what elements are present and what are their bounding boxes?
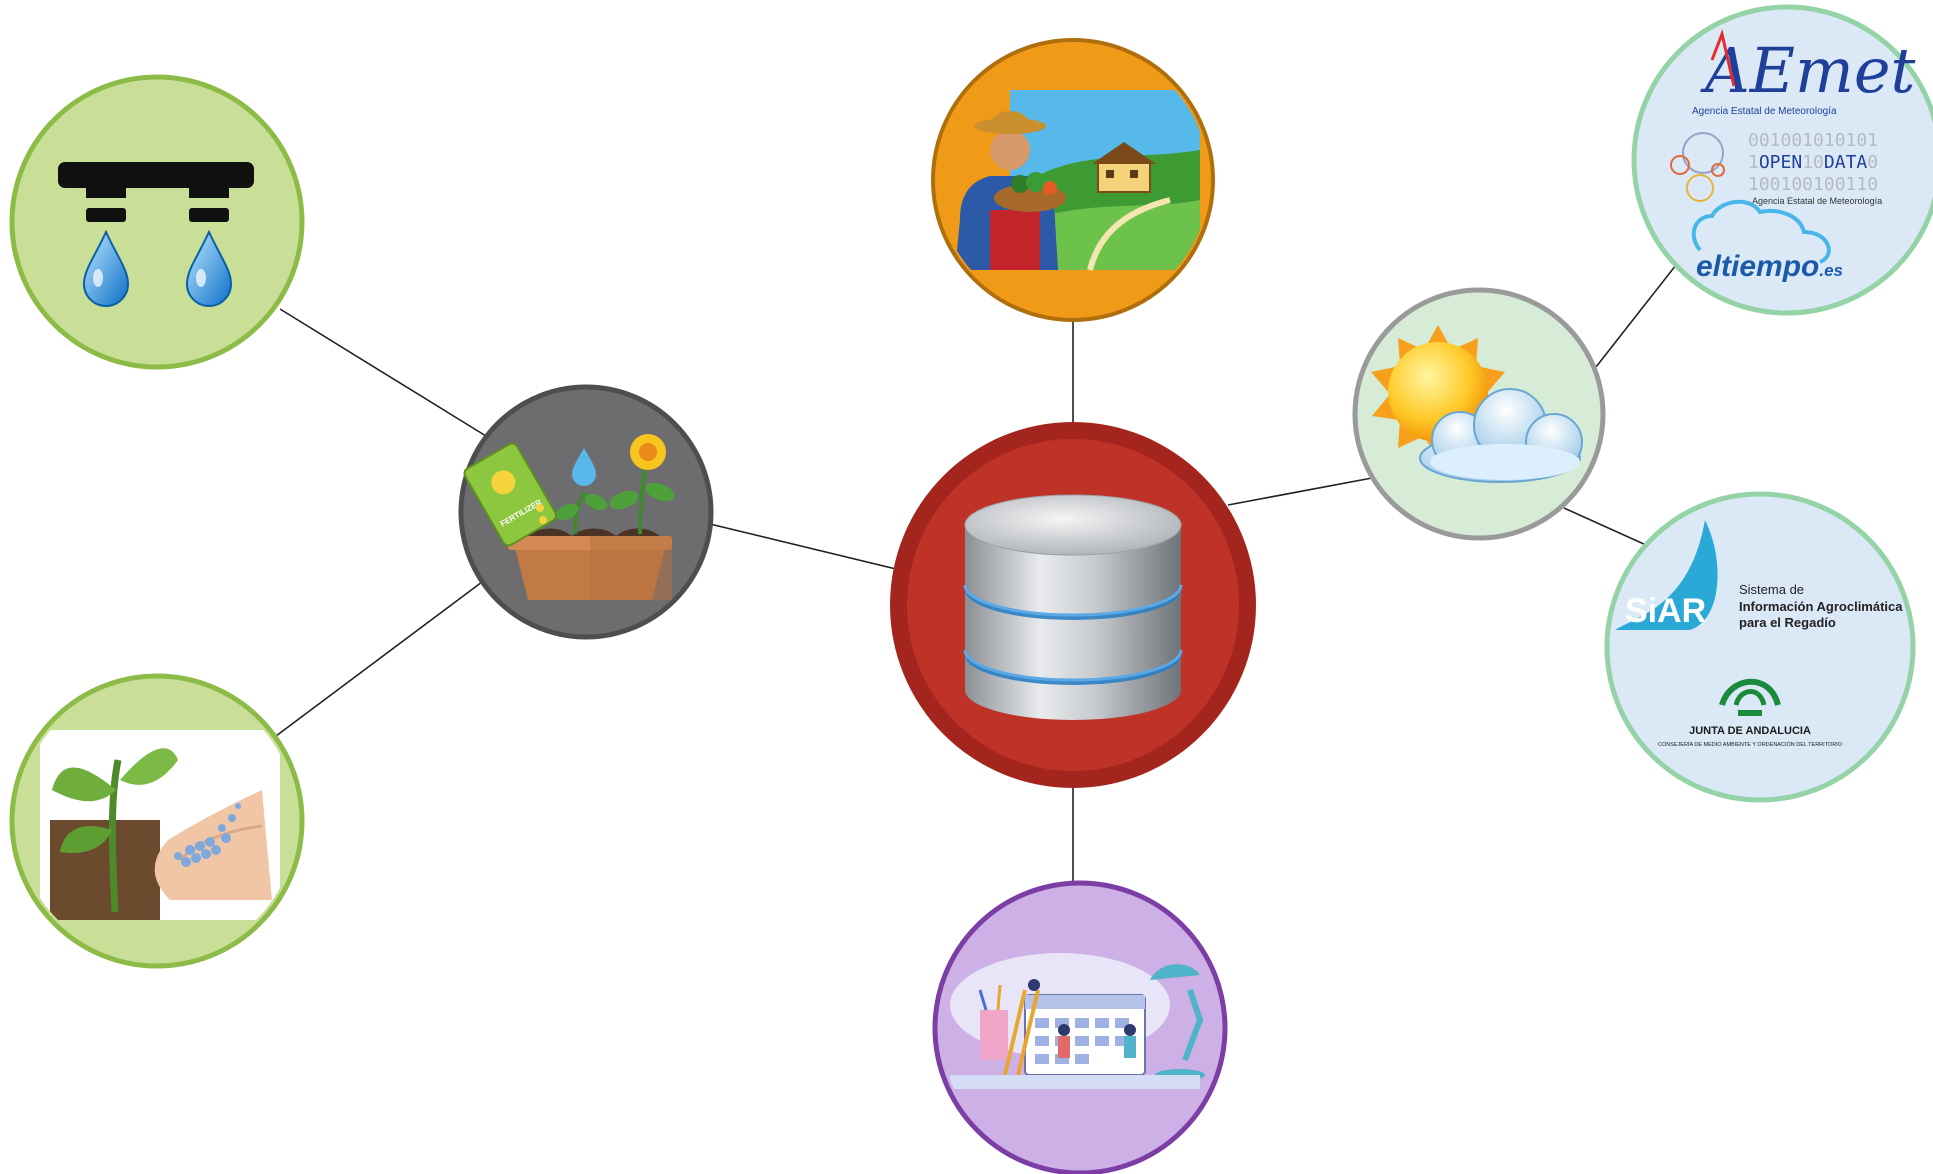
opendata-subtitle: Agencia Estatal de Meteorología	[1752, 196, 1882, 206]
connector-fertilizer-database	[709, 523, 897, 570]
database-icon	[963, 494, 1183, 720]
weather-node[interactable]	[1352, 287, 1606, 541]
aemet-logo-text: AEmet	[1700, 34, 1916, 107]
junta-name: JUNTA DE ANDALUCIA	[1689, 725, 1811, 737]
siar-line1: Sistema de	[1739, 582, 1804, 597]
fertilizer-hub-node[interactable]: FERTILIZER	[458, 384, 714, 640]
database-node[interactable]	[890, 422, 1256, 788]
farmer-icon	[955, 90, 1200, 271]
junta-dept: CONSEJERÍA DE MEDIO AMBIENTE Y ORDENACIÓ…	[1658, 741, 1843, 748]
sun-cloud-icon	[1371, 325, 1583, 483]
opendata-line3: 100100100110	[1748, 174, 1878, 195]
junta-andalucia-logo[interactable]: JUNTA DE ANDALUCIA CONSEJERÍA DE MEDIO A…	[1658, 678, 1843, 748]
weather-sources-aemet-node[interactable]: AEmet Agencia Estatal de Meteorología 00…	[1631, 4, 1933, 316]
fertilizer-hand-icon	[40, 730, 280, 920]
siar-line2: Información Agroclimática	[1739, 599, 1903, 614]
cloud-icon	[1419, 388, 1583, 483]
connectors	[275, 264, 1677, 882]
eltiempo-logo-text: eltiempo.es	[1696, 250, 1843, 283]
fertilizer-packet-icon: FERTILIZER	[463, 442, 558, 547]
calendar-node[interactable]	[932, 880, 1228, 1174]
connector-database-weather	[1227, 477, 1373, 506]
opendata-logo[interactable]: 001001010101 1OPEN10DATA0 100100100110 A…	[1670, 130, 1882, 206]
opendata-line2: 1OPEN10DATA0	[1748, 152, 1878, 173]
siar-logo-text: SiAR	[1625, 592, 1706, 630]
flower-icon	[630, 434, 666, 470]
fertilizer-plants-icon: FERTILIZER	[463, 434, 675, 600]
opendata-line1: 001001010101	[1748, 130, 1878, 151]
siar-logo[interactable]: SiAR Sistema de Información Agroclimátic…	[1615, 520, 1903, 630]
house-icon	[1092, 142, 1156, 193]
drip-irrigation-icon	[58, 162, 254, 307]
irrigation-node[interactable]	[9, 74, 305, 370]
eltiempo-logo[interactable]: eltiempo.es	[1691, 199, 1843, 283]
aemet-logo[interactable]: AEmet Agencia Estatal de Meteorología	[1692, 28, 1916, 117]
fertilizer-hand-node[interactable]	[9, 673, 305, 969]
connector-weather-sources-top	[1595, 264, 1677, 368]
connector-weather-sources-bottom	[1563, 507, 1647, 546]
weather-sources-siar-node[interactable]: SiAR Sistema de Información Agroclimátic…	[1604, 491, 1916, 803]
siar-line3: para el Regadío	[1739, 615, 1836, 630]
farmer-node[interactable]	[931, 38, 1215, 322]
connector-hand-fertilizer	[275, 581, 483, 737]
calendar-planning-icon	[950, 953, 1205, 1089]
aemet-subtitle: Agencia Estatal de Meteorología	[1692, 106, 1837, 117]
connector-irrigation-fertilizer	[279, 308, 487, 437]
